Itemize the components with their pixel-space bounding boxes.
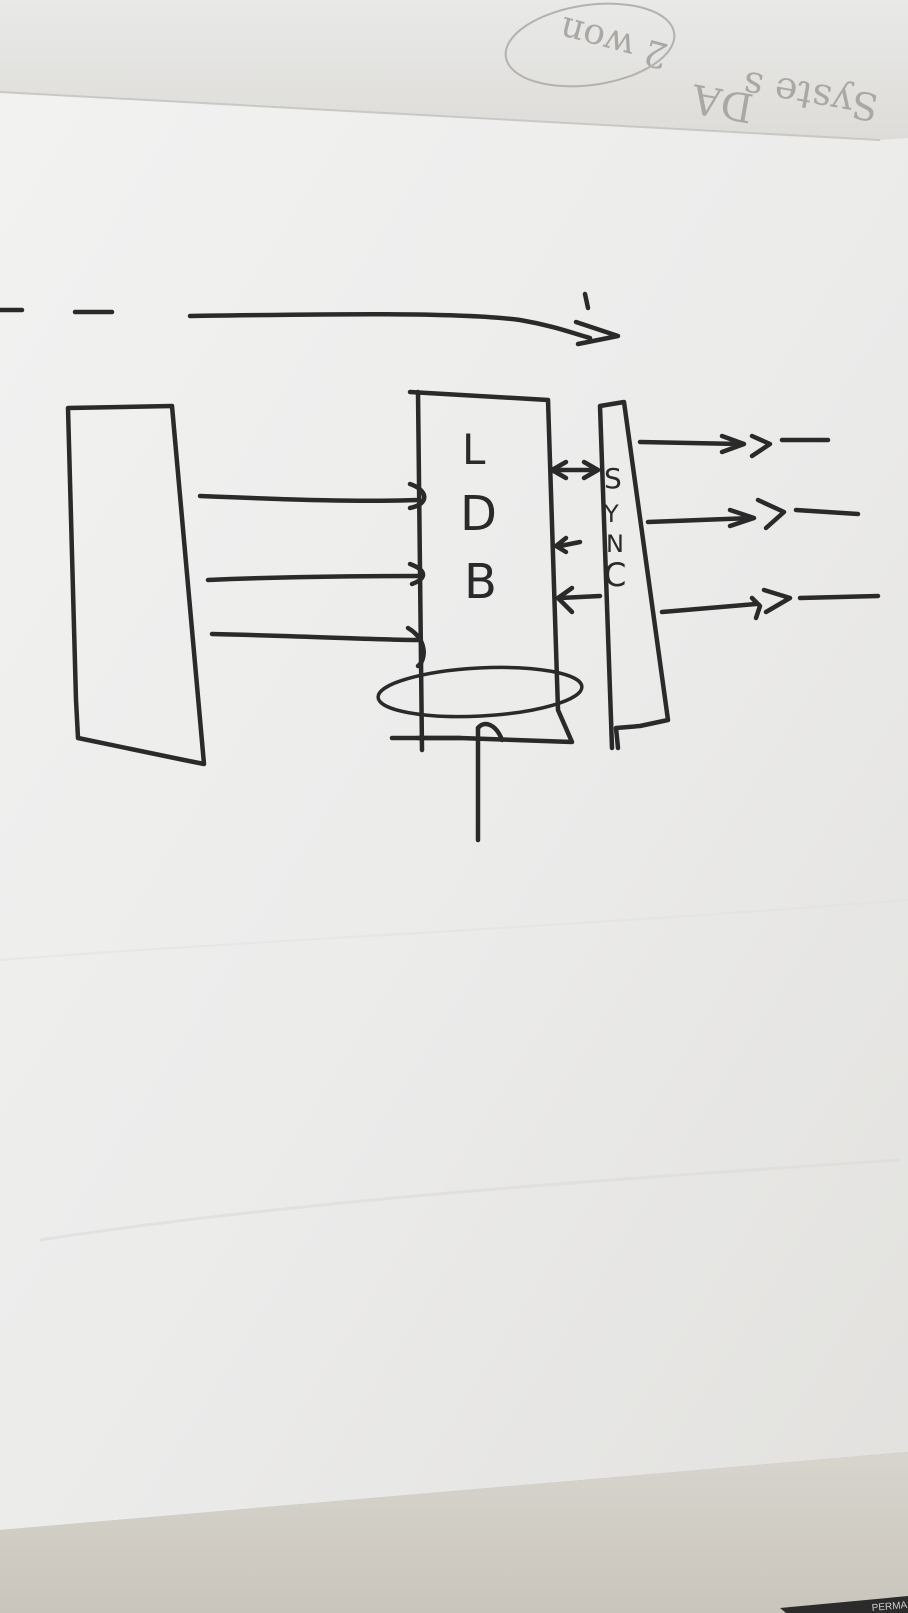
- arrow-head: [749, 595, 763, 621]
- arrow-head: [553, 535, 569, 555]
- paper-crease: [0, 899, 908, 961]
- top-dashed-arrow: [187, 311, 593, 341]
- sync-to-ldb-arrow: [557, 593, 603, 601]
- sync-letter: Y: [603, 500, 619, 528]
- ldb-letter: L: [462, 425, 486, 474]
- arrow-head: [549, 459, 601, 481]
- arrow-into-ldb: [205, 573, 423, 583]
- ldb-letter: B: [464, 554, 497, 610]
- show-through-text: DA: [688, 74, 757, 130]
- sync-letter: N: [606, 530, 624, 558]
- arrow-head: [475, 721, 505, 743]
- sync-output-arrow: [645, 515, 755, 525]
- arrow-head: [719, 433, 747, 455]
- sync-to-ldb-arrow: [557, 539, 583, 549]
- arrow-head: [407, 481, 427, 511]
- sync-label: S Y N C: [603, 462, 626, 594]
- arrow-into-ldb: [209, 631, 423, 643]
- top-arrow-head: [573, 291, 621, 347]
- board-tray: [0, 1452, 908, 1613]
- paper-sheet: [0, 88, 908, 1530]
- diagram-ink: [0, 291, 881, 843]
- arrow-head: [407, 561, 426, 587]
- ldb-letter: D: [460, 486, 497, 542]
- sync-output-arrow: [659, 601, 759, 615]
- output-chevron: [749, 433, 831, 459]
- arrow-head: [555, 585, 575, 615]
- flap-edge: [0, 91, 881, 141]
- show-through-ellipse: [504, 2, 676, 88]
- paper-crease: [39, 1158, 901, 1242]
- storage-ellipse: [376, 665, 584, 719]
- output-chevron: [755, 497, 861, 531]
- marker-pen: PERMA: [780, 1596, 908, 1613]
- sync-letter: C: [604, 556, 626, 594]
- arrow-head: [727, 507, 757, 529]
- output-chevron: [761, 587, 881, 615]
- sync-letter: S: [604, 462, 622, 495]
- ldb-label: L D B: [460, 425, 497, 610]
- marker-label: PERMA: [871, 1600, 908, 1613]
- left-source-box: [65, 403, 207, 767]
- arrow-into-ldb: [197, 493, 421, 504]
- sync-box: [597, 399, 671, 751]
- sync-output-arrow: [637, 439, 743, 447]
- flipped-sheet-flap: [0, 0, 908, 140]
